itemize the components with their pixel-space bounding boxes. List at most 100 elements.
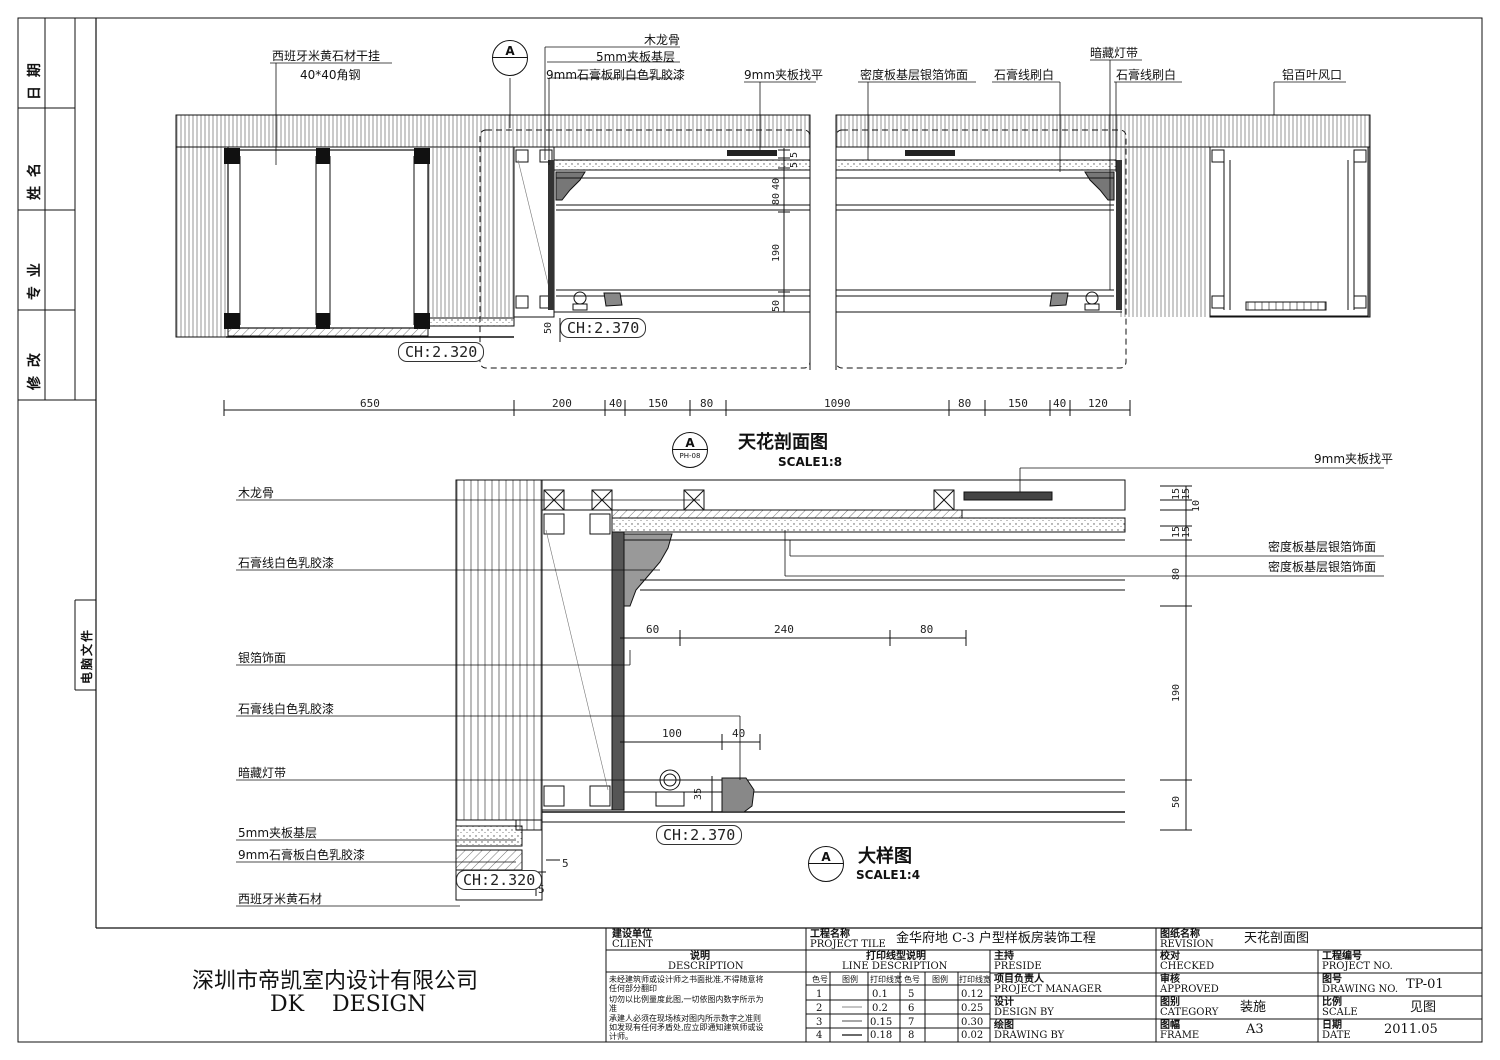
detail-ceiling-height-b: CH:2.320 <box>456 870 543 890</box>
detail-hdim-60: 60 <box>646 623 660 636</box>
callout-gypsum-line: 石膏线刷白 <box>994 68 1055 82</box>
tb-desc-line-2: 任何部分翻印 <box>609 984 657 993</box>
tb-drawno-cn: 图号 <box>1322 974 1342 985</box>
detail-marker: A <box>808 846 844 882</box>
tb-line-r4-c1: 4 <box>816 1030 823 1041</box>
tb-revision-en: REVISION <box>1160 939 1214 950</box>
tb-desc-line-3: 切勿以比例量度此图,一切依图内数字所示为 <box>609 995 764 1004</box>
sa-vdim-50: 50 <box>771 299 782 312</box>
callout-angle-steel: 40*40角钢 <box>300 68 361 82</box>
tb-desc-line-4: 准 <box>609 1004 617 1013</box>
detail-vdim-10: 10 <box>1191 499 1202 512</box>
detail-dim-5b: 5 <box>538 883 545 896</box>
tb-pm-en: PROJECT MANAGER <box>994 984 1102 995</box>
callout-wood-keel: 木龙骨 <box>644 33 681 47</box>
sa-vdim-40: 40 <box>771 177 782 190</box>
tb-line-r3-c3: 7 <box>908 1017 915 1028</box>
tb-line-r2-c1: 2 <box>816 1003 823 1014</box>
tb-client-en: CLIENT <box>612 939 653 950</box>
tb-frame-cn: 图幅 <box>1160 1020 1180 1031</box>
tb-scale-cn: 比例 <box>1322 997 1342 1008</box>
company-name-en: DK DESIGN <box>270 992 427 1017</box>
tb-checked-en: CHECKED <box>1160 961 1215 972</box>
tb-line-r4-c4: 0.02 <box>961 1030 984 1041</box>
tb-drawno-en: DRAWING NO. <box>1322 984 1399 995</box>
sa-hdim-150b: 150 <box>1008 397 1028 410</box>
tb-drawingby-cn: 绘图 <box>994 1020 1014 1031</box>
sa-hdim-120: 120 <box>1088 397 1108 410</box>
tb-projno-en: PROJECT NO. <box>1322 961 1393 972</box>
callout-hidden-light: 暗藏灯带 <box>1090 46 1139 60</box>
tb-desc-line-7: 计师。 <box>609 1032 633 1041</box>
detail-hdim-240: 240 <box>774 623 794 636</box>
tb-line-r1-c4: 0.12 <box>961 989 984 1000</box>
tb-project-cn: 工程名称 <box>810 929 850 940</box>
tb-line-r1-c3: 5 <box>908 989 915 1000</box>
callout-plywood-9: 9mm夹板找平 <box>744 68 824 82</box>
tb-date-value: 2011.05 <box>1384 1022 1438 1037</box>
callout-gypsum-line-2: 石膏线刷白 <box>1116 68 1177 82</box>
tb-line-r2-c2: 0.2 <box>872 1003 888 1014</box>
tb-line-r1-c1: 1 <box>816 989 823 1000</box>
tb-client-cn: 建设单位 <box>612 929 652 940</box>
sa-hdim-150a: 150 <box>648 397 668 410</box>
detail-callout-stone: 西班牙米黄石材 <box>238 892 323 906</box>
sa-hdim-200: 200 <box>552 397 572 410</box>
side-label-computer-file: 电脑文件 <box>80 627 94 684</box>
sa-hdim-40b: 40 <box>1053 397 1067 410</box>
tb-preside-en: PRESIDE <box>994 961 1042 972</box>
detail-callout-gypsum-line-2: 石膏线白色乳胶漆 <box>238 702 335 716</box>
side-label-revise: 修 改 <box>27 351 43 390</box>
tb-line-r4-c3: 8 <box>908 1030 915 1041</box>
tb-line-r3-c1: 3 <box>816 1017 823 1028</box>
tb-approved-cn: 审核 <box>1160 974 1180 985</box>
tb-line-r2-c4: 0.25 <box>961 1003 984 1014</box>
tb-line-r4-c2: 0.18 <box>870 1030 893 1041</box>
tb-drawingby-en: DRAWING BY <box>994 1030 1065 1041</box>
detail-callout-plywood-5: 5mm夹板基层 <box>238 826 318 840</box>
tb-line-r2-c3: 6 <box>908 1003 915 1014</box>
tb-line-r1-c2: 0.1 <box>872 989 888 1000</box>
callout-stone-dry: 西班牙米黄石材干挂 <box>272 49 381 63</box>
tb-date-en: DATE <box>1322 1030 1351 1041</box>
tb-line-r3-c4: 0.30 <box>961 1017 984 1028</box>
tb-designby-en: DESIGN BY <box>994 1007 1054 1018</box>
tb-designby-cn: 设计 <box>994 997 1014 1008</box>
tb-preside-cn: 主持 <box>994 951 1014 962</box>
tb-line-hdr-2: 图例 <box>842 975 858 984</box>
detail-vdim-190: 190 <box>1171 683 1182 702</box>
tb-frame-value: A3 <box>1246 1022 1264 1037</box>
tb-scale-value: 见图 <box>1410 1000 1437 1015</box>
tb-line-hdr-1: 色号 <box>812 975 828 984</box>
detail-callout-mdf-silver-1: 密度板基层银箔饰面 <box>1268 540 1377 554</box>
company-name-cn: 深圳市帝凯室内设计有限公司 <box>192 969 479 994</box>
detail-callout-gypsum-line-1: 石膏线白色乳胶漆 <box>238 556 335 570</box>
tb-line-hdr-4: 色号 <box>904 975 920 984</box>
sheet-frame <box>17 17 1483 1043</box>
detail-vdim-50: 50 <box>1171 795 1182 808</box>
detail-title: 大样图 <box>858 846 912 867</box>
section-marker-a: A PH-08 <box>672 432 708 468</box>
tb-desc-line-6: 如发现有任何矛盾处,应立即通知建筑师或设 <box>609 1023 764 1032</box>
callout-mdf-silver: 密度板基层银箔饰面 <box>860 68 969 82</box>
sa-vdim-small-50: 50 <box>543 321 554 334</box>
tb-approved-en: APPROVED <box>1160 984 1219 995</box>
tb-line-cn: 打印线型说明 <box>866 951 926 962</box>
tb-date-cn: 日期 <box>1322 1020 1342 1031</box>
tb-drawno-value: TP-01 <box>1406 977 1444 992</box>
tb-line-r3-c2: 0.15 <box>870 1017 893 1028</box>
tb-desc-line-1: 未经建筑师或设计师之书面批准,不得随意将 <box>609 975 764 984</box>
detail-hdim-100: 100 <box>662 727 682 740</box>
callout-louver: 铝百叶风口 <box>1282 68 1343 82</box>
detail-callout-silver-foil: 银箔饰面 <box>238 651 287 665</box>
detail-callout-hidden-light: 暗藏灯带 <box>238 766 287 780</box>
detail-vdim-15d: 15 <box>1181 525 1192 538</box>
detail-scale: SCALE1:4 <box>856 868 921 882</box>
detail-section <box>236 467 1384 907</box>
tb-line-hdr-6: 打印线宽 <box>959 975 991 984</box>
sa-vdim-80: 80 <box>771 192 782 205</box>
detail-callout-wood-keel: 木龙骨 <box>238 486 275 500</box>
side-label-discipline: 专 业 <box>27 261 43 300</box>
tb-category-en: CATEGORY <box>1160 1007 1219 1018</box>
